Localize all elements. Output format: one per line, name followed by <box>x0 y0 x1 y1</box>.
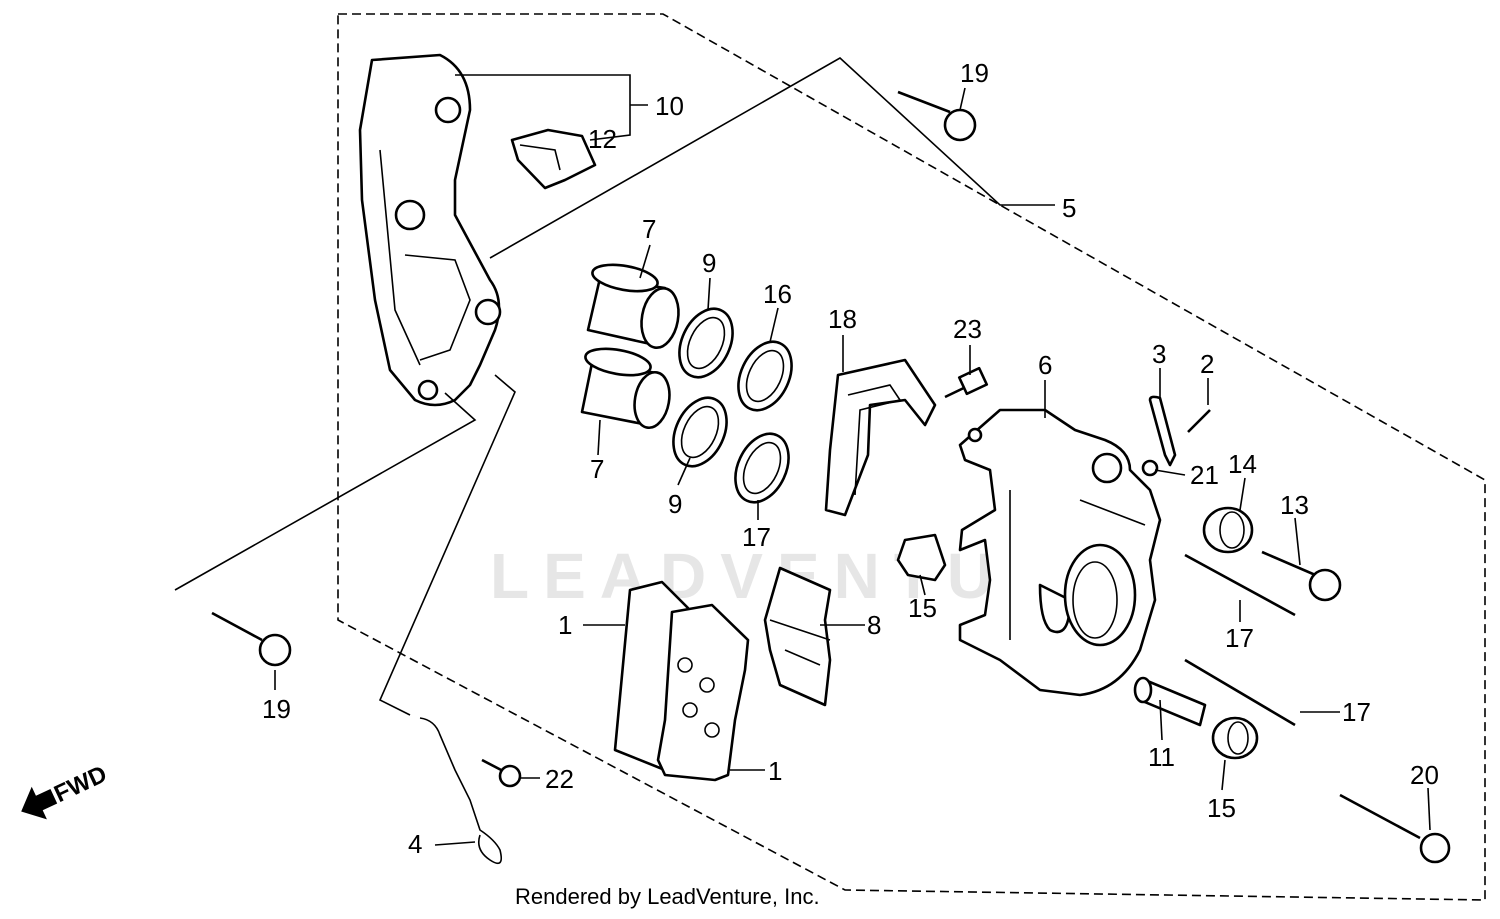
callout-6: 6 <box>1038 350 1052 380</box>
callout-1-lower: 1 <box>768 756 782 786</box>
callout-16-bottom: 17 <box>742 522 771 552</box>
callout-9-bottom: 9 <box>668 489 682 519</box>
callout-1-upper: 1 <box>558 610 572 640</box>
callout-7-bottom: 7 <box>590 454 604 484</box>
assembly-outline <box>337 13 1486 901</box>
callout-17-lower: 17 <box>1342 697 1371 727</box>
pad-shim <box>763 566 832 707</box>
callout-19-left: 19 <box>262 694 291 724</box>
brake-pads <box>613 580 750 782</box>
callout-12: 12 <box>588 124 617 154</box>
slide-pins <box>1133 553 1296 727</box>
callout-18: 18 <box>828 304 857 334</box>
callout-2: 2 <box>1200 349 1214 379</box>
leader-lines <box>174 57 1431 846</box>
bleeder-bolt <box>944 366 989 399</box>
callout-15-mid: 15 <box>908 593 937 623</box>
pin-bolt <box>1261 550 1342 602</box>
callout-labels: 10 12 19 5 7 9 16 18 23 6 3 2 21 14 13 7… <box>262 58 1439 859</box>
mount-bolts <box>211 90 1451 864</box>
fwd-arrow: FWD <box>21 761 111 820</box>
callout-9-top: 9 <box>702 248 716 278</box>
pistons <box>580 263 680 430</box>
callout-16-top: 16 <box>763 279 792 309</box>
hose-clip <box>481 758 522 788</box>
callout-4: 4 <box>408 829 422 859</box>
callout-20: 20 <box>1410 760 1439 790</box>
piston-seals <box>672 307 793 504</box>
caliper-body <box>958 408 1162 697</box>
callout-22: 22 <box>545 764 574 794</box>
callout-3: 3 <box>1152 339 1166 369</box>
footer-credit: Rendered by LeadVenture, Inc. <box>515 884 820 909</box>
pad-pin-parts <box>1141 395 1211 477</box>
fwd-label: FWD <box>50 761 111 809</box>
callout-13: 13 <box>1280 490 1309 520</box>
callout-17-upper: 17 <box>1225 623 1254 653</box>
clip-wire <box>419 717 503 865</box>
callout-10: 10 <box>655 91 684 121</box>
caliper-bracket <box>358 53 502 407</box>
callout-19-top: 19 <box>960 58 989 88</box>
boots <box>896 506 1259 760</box>
callout-7-top: 7 <box>642 214 656 244</box>
callout-23: 23 <box>953 314 982 344</box>
callout-21: 21 <box>1190 460 1219 490</box>
pad-retainer <box>510 128 597 190</box>
callout-15-bottom: 15 <box>1207 793 1236 823</box>
callout-14: 14 <box>1228 449 1257 479</box>
arrow-left-icon <box>21 786 58 820</box>
callout-8: 8 <box>867 610 881 640</box>
callout-11: 11 <box>1148 742 1175 772</box>
callout-5: 5 <box>1062 193 1076 223</box>
pad-spring <box>824 358 937 517</box>
